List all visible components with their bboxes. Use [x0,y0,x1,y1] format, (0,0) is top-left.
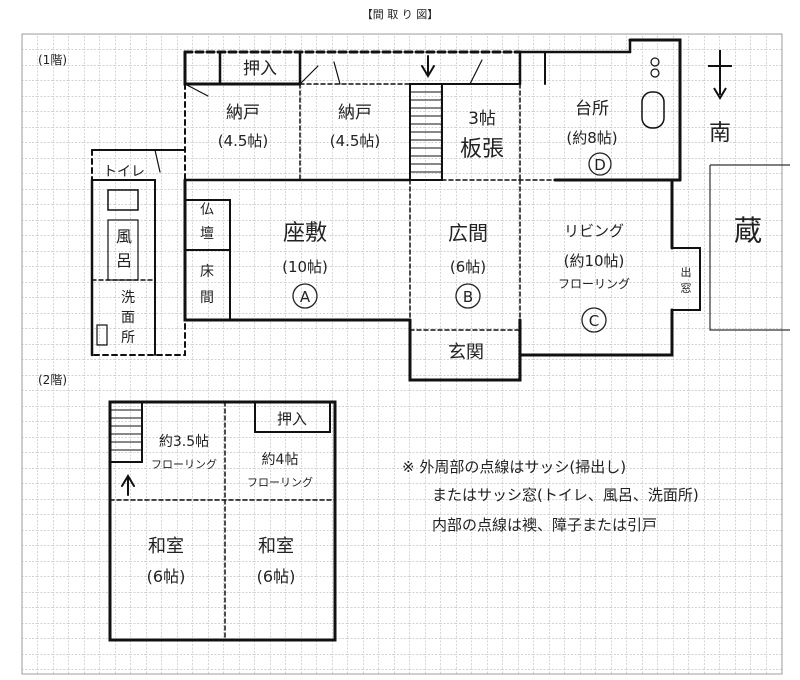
f2-room35-size: 約3.5帖 [159,434,209,450]
tokonoma-label-1: 床 [200,264,214,280]
toilet-label: トイレ [103,164,145,180]
bath-label-2: 呂 [116,251,132,270]
f2-oshiire-label: 押入 [277,410,307,428]
itabari-name: 板張 [460,137,504,162]
kitchen-name: 台所 [575,99,609,119]
nando1-size: (4.5帖) [218,132,269,150]
zashiki-size: (10帖) [282,258,328,276]
compass-arrow [708,50,732,100]
nando2-size: (4.5帖) [330,132,381,150]
itabari-size: 3帖 [468,109,496,129]
oshiire-label: 押入 [243,59,277,79]
f2-washitsu1-size: (6帖) [147,567,186,586]
hiroma-marker: B [463,288,473,306]
storehouse-label: 蔵 [734,214,762,247]
bath-label-1: 風 [116,227,132,246]
demado-label-2: 窓 [681,281,692,295]
note-line-3: 内部の点線は襖、障子または引戸 [432,516,657,534]
butsudan-label-1: 仏 [200,202,214,218]
nando2-name: 納戸 [338,103,372,123]
washroom-label-2: 面 [121,310,135,326]
living-floor: フローリング [558,277,630,291]
f2-washitsu2-size: (6帖) [257,567,296,586]
f2-room4-size: 約4帖 [262,452,299,468]
floor2-plan [108,400,337,642]
butsudan-label-2: 壇 [200,225,214,242]
zashiki-marker: A [300,288,311,306]
zashiki-name: 座敷 [283,221,327,246]
f2-washitsu1-name: 和室 [148,536,184,557]
f2-room35-floor: フローリング [151,457,217,471]
genkan-label: 玄関 [448,342,484,363]
hiroma-size: (6帖) [450,258,486,276]
living-size: (約10帖) [564,252,625,270]
demado-label-1: 出 [681,265,692,279]
living-name: リビング [564,222,624,240]
kitchen-size: (約8帖) [566,129,617,147]
tokonoma-label-2: 間 [200,290,214,306]
floor2-label: (2階) [38,372,67,387]
hiroma-name: 広間 [448,221,488,245]
kitchen-marker: D [594,156,606,174]
floor1-plan [90,38,701,382]
living-marker: C [589,312,599,330]
page-title: 【間 取 り 図】 [361,8,439,21]
storehouse-outline [709,164,790,331]
f2-room4-floor: フローリング [247,475,313,489]
compass-label: 南 [709,121,731,146]
nando1-name: 納戸 [226,103,260,123]
washroom-label-3: 所 [121,330,135,346]
note-line-1: ※ 外周部の点線はサッシ(掃出し) [402,458,626,476]
f2-washitsu2-name: 和室 [258,536,294,557]
floor1-label: (1階) [38,52,67,67]
note-line-2: またはサッシ窓(トイレ、風呂、洗面所) [432,486,699,504]
washroom-label-1: 洗 [121,290,135,306]
